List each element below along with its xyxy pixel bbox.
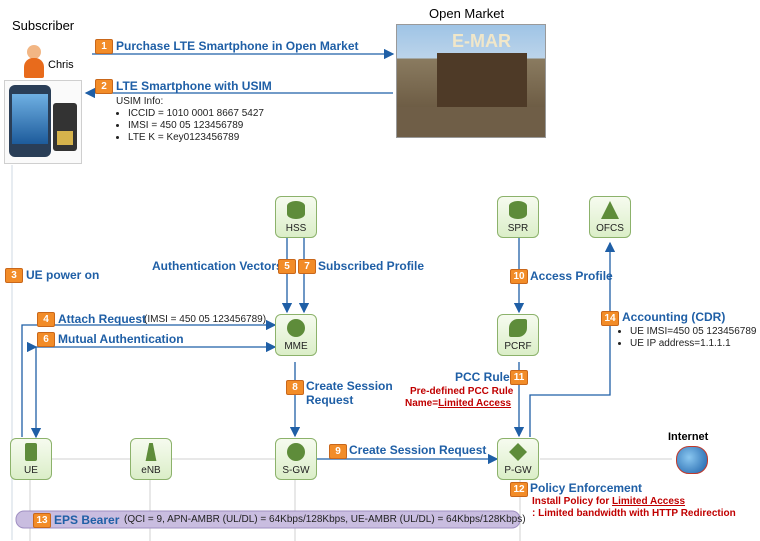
- market-title: Open Market: [429, 6, 505, 21]
- hss-node: HSS: [275, 196, 317, 238]
- step-12-detail-line2: : Limited bandwidth with HTTP Redirectio…: [532, 508, 736, 519]
- smartphone-icon: [9, 85, 51, 157]
- step-6-badge: 6: [37, 332, 55, 347]
- usim-imsi: IMSI = 450 05 123456789: [128, 120, 264, 132]
- policy-icon: [509, 319, 527, 337]
- mme-node: MME: [275, 314, 317, 356]
- step-5-badge: 5: [278, 259, 296, 274]
- globe-icon: [676, 446, 708, 474]
- step-2-badge: 2: [95, 79, 113, 94]
- step-6-label: Mutual Authentication: [58, 332, 184, 346]
- antenna-icon: [145, 443, 157, 461]
- step-4-detail: (IMSI = 450 05 123456789): [144, 314, 267, 325]
- spr-label: SPR: [507, 223, 529, 234]
- sgw-label: S-GW: [282, 465, 310, 476]
- step-7-badge: 7: [298, 259, 316, 274]
- step-12-detail: Install Policy for Limited Access: [532, 496, 685, 507]
- ue-label: UE: [24, 465, 38, 476]
- step-4-label: Attach Request: [58, 312, 147, 326]
- subscriber-name: Chris: [48, 59, 74, 71]
- step-11-name-value: Limited Access: [438, 398, 512, 409]
- step-11-detail: Pre-defined PCC Rule: [410, 386, 514, 397]
- step-12-detail-prefix: Install Policy for: [532, 496, 613, 507]
- pgw-node: P-GW: [497, 438, 539, 480]
- step-1-badge: 1: [95, 39, 113, 54]
- sgw-node: S-GW: [275, 438, 317, 480]
- step-4-arrow: [21, 319, 277, 437]
- step-13-label: EPS Bearer: [54, 513, 120, 527]
- step-14-label: Accounting (CDR): [622, 310, 726, 324]
- step-8-label: Create Session: [306, 379, 393, 393]
- accounting-list: UE IMSI=450 05 123456789 UE IP address=1…: [618, 326, 756, 350]
- step-8-badge: 8: [286, 380, 304, 395]
- step-4-badge: 4: [37, 312, 55, 327]
- step-13-badge: 13: [33, 513, 51, 528]
- usim-info-list: ICCID = 1010 0001 8667 5427 IMSI = 450 0…: [116, 108, 264, 144]
- step-13-detail: (QCI = 9, APN-AMBR (UL/DL) = 64Kbps/128K…: [124, 514, 526, 525]
- step-9-badge: 9: [329, 444, 347, 459]
- subscriber-title: Subscriber: [12, 18, 75, 33]
- gateway-icon: [509, 443, 527, 461]
- step-5-label: Authentication Vectors: [152, 259, 283, 273]
- step-2-label: LTE Smartphone with USIM: [116, 79, 272, 93]
- step-12-badge: 12: [510, 482, 528, 497]
- step-11-label: PCC Rule: [455, 370, 510, 384]
- usim-lte-k: LTE K = Key0123456789: [128, 132, 264, 144]
- database-icon: [287, 201, 305, 219]
- pgw-label: P-GW: [504, 465, 532, 476]
- step-1-label: Purchase LTE Smartphone in Open Market: [116, 39, 359, 53]
- pcrf-node: PCRF: [497, 314, 539, 356]
- charging-icon: [601, 201, 619, 219]
- database-icon: [509, 201, 527, 219]
- step-12-label: Policy Enforcement: [530, 481, 643, 495]
- store-sign: E-MAR: [452, 31, 511, 51]
- phone-icon: [25, 443, 37, 461]
- internet-label: Internet: [668, 431, 709, 443]
- step-10-badge: 10: [510, 269, 528, 284]
- gateway-icon: [287, 443, 305, 461]
- step-10-label: Access Profile: [530, 269, 613, 283]
- usim-card-icon: [53, 103, 77, 151]
- usim-info-title: USIM Info:: [116, 96, 164, 107]
- accounting-ue-ip: UE IP address=1.1.1.1: [630, 338, 756, 350]
- step-11-detail-line2: Name=Limited Access: [405, 398, 511, 409]
- gear-icon: [287, 319, 305, 337]
- step-8-label-line2: Request: [306, 393, 354, 407]
- ofcs-node: OFCS: [589, 196, 631, 238]
- usim-iccid: ICCID = 1010 0001 8667 5427: [128, 108, 264, 120]
- step-7-label: Subscribed Profile: [318, 259, 425, 273]
- step-9-label: Create Session Request: [349, 443, 487, 457]
- ue-node: UE: [10, 438, 52, 480]
- step-3-badge: 3: [5, 268, 23, 283]
- enb-node: eNB: [130, 438, 172, 480]
- step-11-badge: 11: [510, 370, 528, 385]
- mme-label: MME: [284, 341, 308, 352]
- ofcs-label: OFCS: [596, 223, 624, 234]
- person-icon: [24, 45, 44, 79]
- phone-box: [4, 80, 82, 164]
- step-12-detail-value: Limited Access: [612, 496, 686, 507]
- accounting-ue-imsi: UE IMSI=450 05 123456789: [630, 326, 756, 338]
- step-3-label: UE power on: [26, 268, 100, 282]
- hss-label: HSS: [285, 223, 307, 234]
- pcrf-label: PCRF: [504, 341, 532, 352]
- step-11-name-prefix: Name=: [405, 398, 439, 409]
- store-photo: E-MAR: [396, 24, 546, 138]
- eps-bearer-pipe: [15, 510, 521, 529]
- step-14-badge: 14: [601, 311, 619, 326]
- spr-node: SPR: [497, 196, 539, 238]
- enb-label: eNB: [141, 465, 161, 476]
